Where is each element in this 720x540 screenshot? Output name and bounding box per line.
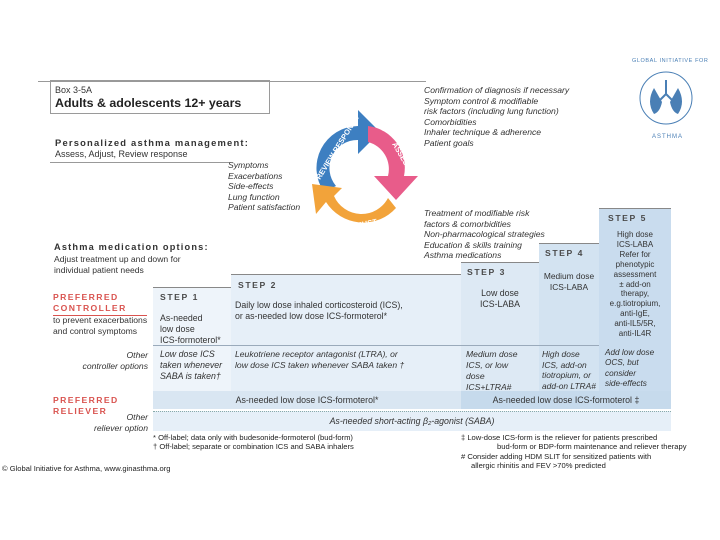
step-4-preferred: Medium dose ICS-LABA — [543, 271, 595, 292]
step-4-other: High dose ICS, add-on tiotropium, or add… — [542, 349, 596, 391]
personalized-title: Personalized asthma management: — [55, 137, 250, 148]
list-item: Non-pharmacological strategies — [424, 229, 545, 240]
list-item: Comorbidities — [424, 116, 477, 127]
step-3-other: Medium dose ICS, or low dose ICS+LTRA# — [466, 349, 518, 392]
list-item: risk factors (including lung function) — [424, 106, 559, 117]
preferred-controller-rule — [53, 315, 147, 316]
list-item: Confirmation of diagnosis if necessary — [424, 85, 570, 95]
step-1-other: Low dose ICS taken whenever SABA is take… — [160, 349, 223, 381]
step-5-preferred: High dose ICS-LABA Refer for phenotypic … — [609, 230, 661, 339]
list-item: Lung function — [228, 191, 280, 202]
med-options-sub2: individual patient needs — [54, 265, 144, 275]
review-list: Symptoms Exacerbations Side-effects Lung… — [228, 160, 338, 213]
step-1-bg — [153, 287, 231, 392]
preferred-controller-desc: to prevent exacerbations and control sym… — [53, 315, 148, 336]
step-2-other: Leukotriene receptor antagonist (LTRA), … — [235, 349, 405, 370]
step-2-preferred: Daily low dose inhaled corticosteroid (I… — [235, 300, 403, 321]
list-item: Education & skills training — [424, 239, 522, 250]
personalized-rule — [50, 162, 230, 163]
list-item: Inhaler technique & adherence — [424, 127, 542, 138]
list-item: Symptom control & modifiable — [424, 95, 539, 106]
review-arc — [316, 110, 380, 192]
footnotes-left: * Off-label; data only with budesonide-f… — [153, 433, 354, 452]
step-5-other: Add low dose OCS, but consider side-effe… — [605, 348, 655, 388]
assess-arc — [368, 126, 418, 200]
preferred-controller-label: PREFERRED CONTROLLER — [53, 292, 127, 313]
logo-text-top: GLOBAL INITIATIVE FOR — [632, 58, 709, 64]
box-label: Box 3-5A — [55, 85, 93, 95]
step-1-label: STEP 1 — [160, 292, 200, 302]
adjust-arc — [312, 184, 396, 223]
top-rule — [38, 81, 426, 82]
reliever-band-1-text: As-needed low dose ICS-formoterol* — [235, 395, 379, 405]
med-options-sub1: Adjust treatment up and down for — [54, 254, 181, 264]
list-item: Exacerbations — [228, 170, 283, 181]
list-item: factors & comorbidities — [424, 218, 511, 229]
title-box: Box 3-5A Adults & adolescents 12+ years — [50, 80, 270, 114]
management-cycle: REVIEW RESPONSE ASSESS ADJUST — [312, 110, 418, 232]
reliever-band-2-text: As-needed low dose ICS-formoterol ‡ — [492, 395, 640, 405]
reliever-band-2 — [461, 391, 671, 409]
list-item: Side-effects — [228, 181, 274, 192]
logo-text-bottom: ASTHMA — [652, 134, 684, 140]
step-4-label: STEP 4 — [545, 248, 585, 258]
step-2-bg — [231, 274, 461, 392]
other-reliever-band-text: As-needed short-acting β₂-agonist (SABA) — [329, 416, 495, 426]
step-5-bg — [599, 208, 671, 392]
list-item: Asthma medications — [424, 250, 502, 261]
assess-list: Confirmation of diagnosis if necessary S… — [424, 85, 594, 149]
reliever-band-1 — [153, 391, 461, 409]
step-1-preferred: As-needed low dose ICS-formoterol* — [160, 313, 221, 345]
footnotes-right: ‡ Low-dose ICS-form is the reliever for … — [461, 433, 687, 471]
step-3-label: STEP 3 — [467, 267, 507, 277]
box-title: Adults & adolescents 12+ years — [55, 96, 242, 110]
step-3-preferred: Low dose ICS-LABA — [479, 288, 521, 309]
list-item: Patient goals — [424, 137, 474, 148]
list-item: Patient satisfaction — [228, 202, 301, 213]
other-controller-label: Other controller options — [82, 350, 148, 371]
preferred-reliever-label: PREFERRED RELIEVER — [53, 395, 119, 416]
other-reliever-band — [153, 411, 671, 431]
list-item: Symptoms — [228, 160, 269, 170]
other-reliever-label: Other reliever option — [94, 412, 148, 433]
copyright: © Global Initiative for Asthma, www.gina… — [2, 464, 171, 473]
med-options-title: Asthma medication options: — [54, 242, 209, 252]
gina-logo — [639, 71, 693, 125]
list-item: Treatment of modifiable risk — [424, 208, 530, 218]
step-3-bg — [461, 262, 539, 392]
step-4-bg — [539, 243, 599, 392]
step-5-label: STEP 5 — [608, 213, 648, 223]
personalized-subtitle: Assess, Adjust, Review response — [55, 149, 188, 159]
step-2-label: STEP 2 — [238, 280, 278, 290]
other-controller-rule — [153, 345, 599, 346]
adjust-list: Treatment of modifiable risk factors & c… — [424, 208, 584, 261]
